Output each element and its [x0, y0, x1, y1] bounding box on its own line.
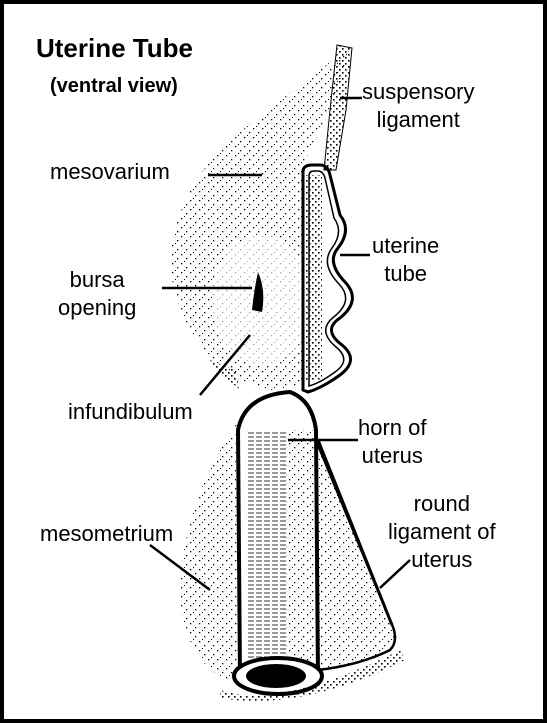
page-title: Uterine Tube — [36, 34, 193, 62]
label-suspensory-ligament: suspensory ligament — [362, 78, 475, 134]
page-subtitle: (ventral view) — [50, 72, 178, 100]
label-mesovarium: mesovarium — [50, 158, 170, 186]
label-round-ligament: round ligament of uterus — [388, 490, 496, 574]
label-bursa-opening: bursa opening — [58, 266, 136, 322]
round-ligament-cone — [318, 445, 395, 670]
label-horn-of-uterus: horn of uterus — [358, 414, 427, 470]
label-infundibulum: infundibulum — [68, 398, 193, 426]
label-mesometrium: mesometrium — [40, 520, 173, 548]
label-uterine-tube: uterine tube — [372, 232, 439, 288]
